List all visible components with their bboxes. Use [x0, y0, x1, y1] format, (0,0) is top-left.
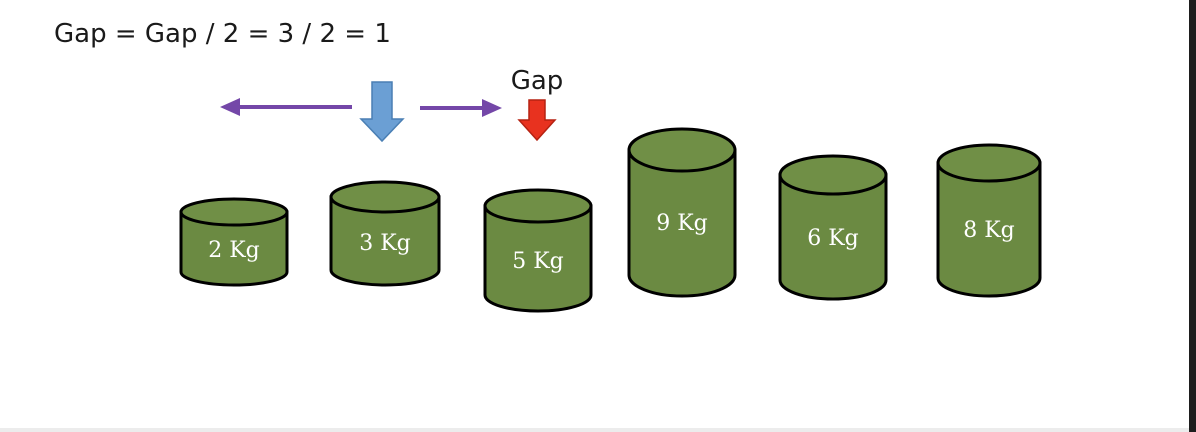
cylinder-label: 6 Kg: [807, 226, 859, 251]
right-arrow-icon: [420, 99, 502, 117]
cylinder-6kg: 6 Kg: [778, 154, 888, 301]
down-arrow-icon: [359, 81, 405, 143]
cylinder-label: 3 Kg: [359, 231, 411, 256]
left-arrow-icon: [220, 98, 352, 116]
cylinder-label: 2 Kg: [208, 238, 260, 263]
cylinder-9kg: 9 Kg: [627, 127, 737, 298]
cylinder-5kg: 5 Kg: [483, 188, 593, 313]
gap-down-arrow-icon: [517, 99, 557, 142]
cylinder-8kg: 8 Kg: [936, 143, 1042, 298]
gap-pointer-label: Gap: [511, 66, 564, 96]
gap-formula: Gap = Gap / 2 = 3 / 2 = 1: [54, 19, 391, 49]
cylinder-label: 5 Kg: [512, 249, 564, 274]
cylinder-label: 9 Kg: [656, 211, 708, 236]
cylinder-2kg: 2 Kg: [179, 197, 289, 287]
cylinder-3kg: 3 Kg: [329, 180, 441, 287]
cylinder-label: 8 Kg: [963, 218, 1015, 243]
bottom-strip: [0, 428, 1189, 432]
